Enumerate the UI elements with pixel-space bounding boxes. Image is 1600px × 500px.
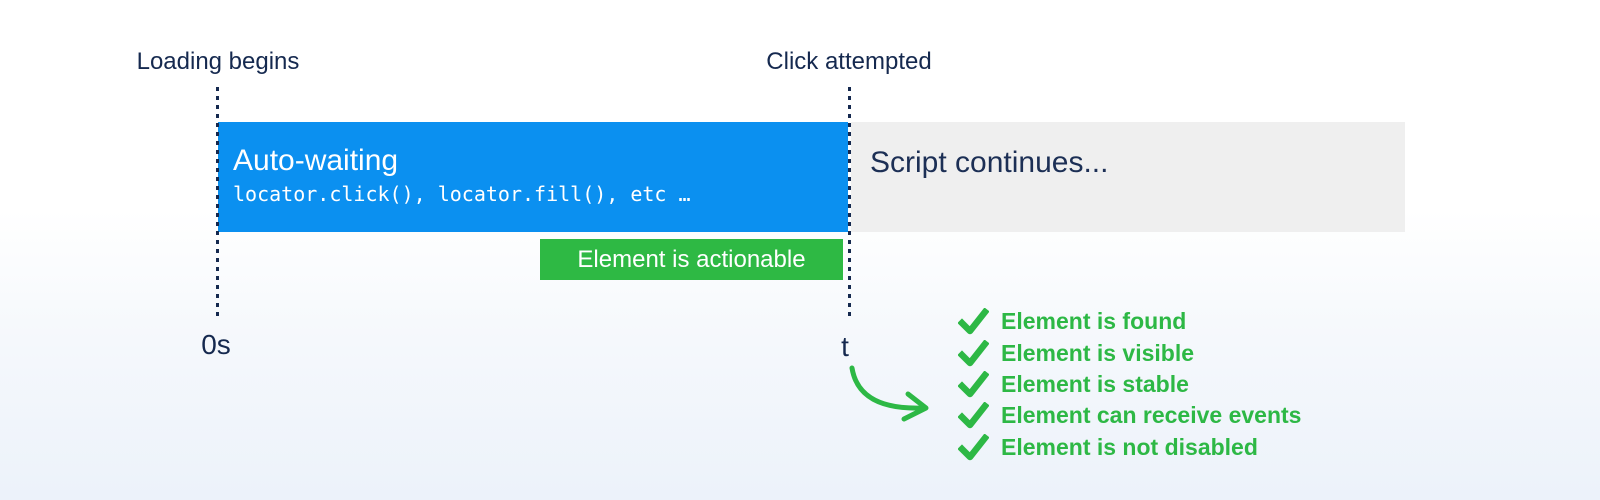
checklist-item-label: Element is visible [1001, 339, 1195, 366]
list-item: Element is found [958, 306, 1301, 337]
list-item: Element can receive events [958, 400, 1301, 431]
checklist-item-label: Element is found [1001, 308, 1187, 335]
checkmark-icon [958, 402, 989, 429]
click-attempted-marker-line [848, 87, 851, 320]
time-zero-label: 0s [201, 329, 231, 360]
checkmark-icon [958, 308, 989, 335]
list-item: Element is stable [958, 369, 1301, 400]
checklist-item-label: Element is not disabled [1001, 433, 1258, 460]
auto-waiting-code-examples: locator.click(), locator.fill(), etc … [233, 182, 691, 206]
list-item: Element is visible [958, 337, 1301, 368]
element-actionable-badge-label: Element is actionable [577, 245, 806, 273]
script-continues-title: Script continues... [870, 146, 1109, 179]
auto-waiting-bar: Auto-waiting locator.click(), locator.fi… [218, 122, 848, 232]
checkmark-icon [958, 433, 989, 460]
auto-waiting-title: Auto-waiting [233, 144, 399, 177]
script-continues-bar: Script continues... [851, 122, 1405, 232]
time-t-label: t [841, 331, 849, 362]
loading-begins-marker-line [216, 87, 219, 320]
list-item: Element is not disabled [958, 432, 1301, 463]
checkmark-icon [958, 370, 989, 398]
click-attempted-label: Click attempted [766, 48, 932, 75]
checklist-item-label: Element is stable [1001, 370, 1189, 397]
loading-begins-label: Loading begins [136, 48, 300, 75]
checklist-item-label: Element can receive events [1001, 402, 1302, 429]
actionability-checklist: Element is found Element is visible Elem… [958, 306, 1301, 463]
checkmark-icon [958, 339, 989, 366]
curved-arrow-icon [849, 365, 929, 422]
element-actionable-badge: Element is actionable [540, 239, 843, 280]
